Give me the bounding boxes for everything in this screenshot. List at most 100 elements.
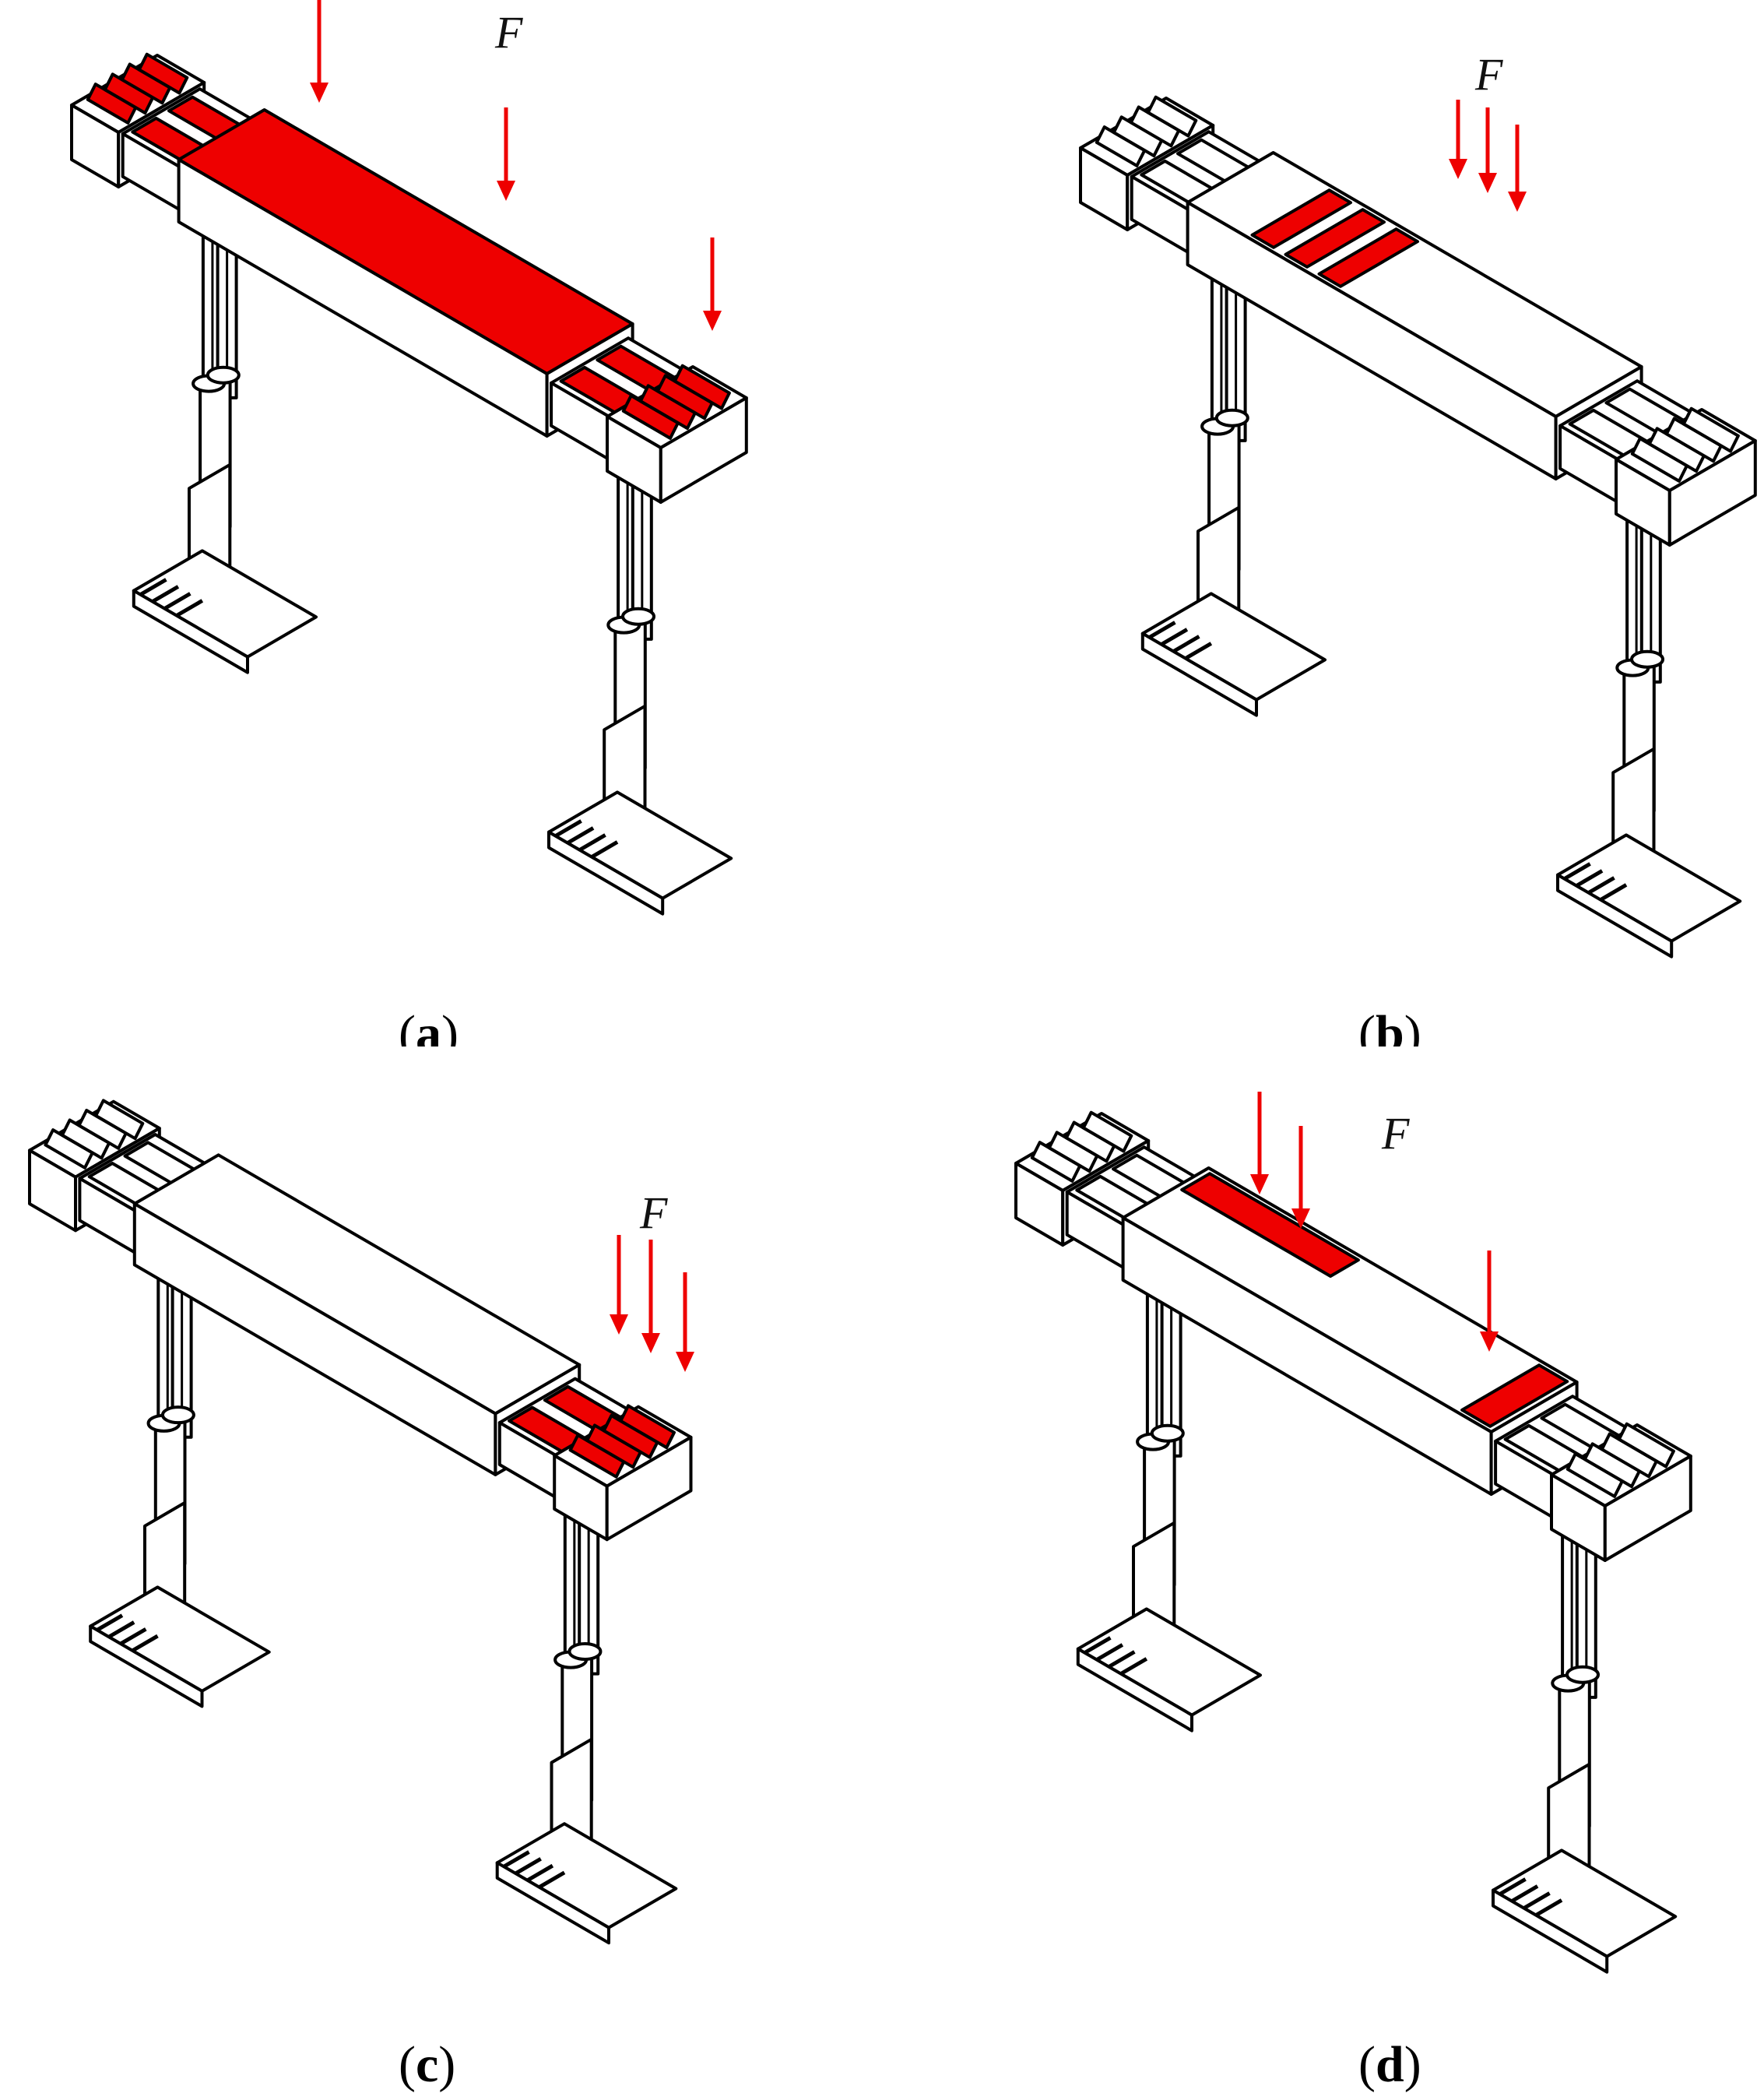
panel-d: F (d) [882, 1046, 1764, 2093]
load-stripe-1 [1284, 208, 1386, 269]
leg-right-part [1492, 1888, 1609, 1974]
device-d [1014, 1110, 1692, 1974]
leg-left-part [1076, 1607, 1262, 1717]
load-stripe-2 [1317, 227, 1419, 288]
force-label-a: F [495, 7, 523, 58]
right-fin-3 [619, 1404, 676, 1450]
force-arrows-b [1449, 100, 1527, 212]
leg-right-rib-2 [526, 1863, 554, 1883]
leg-left-rib-3 [1184, 642, 1213, 660]
force-arrow-head-b-0 [1449, 159, 1467, 179]
force-arrows-c [610, 1235, 694, 1372]
leg-right-part [1492, 1849, 1678, 1958]
leg-left-rib-2 [163, 592, 192, 610]
left-fin-3 [137, 52, 189, 95]
force-arrow-head-d-2 [1480, 1331, 1499, 1352]
device-b [1079, 95, 1757, 959]
leg-right [495, 1481, 678, 1945]
force-label-b: F [1475, 49, 1503, 100]
leg-left-rib-0 [139, 578, 167, 596]
caption-d: (d) [1358, 2036, 1421, 2093]
leg-right-rib-1 [566, 826, 595, 845]
left-fin-3 [94, 1099, 145, 1141]
right-cap-side [605, 1435, 693, 1542]
leg-left-rib-2 [1108, 1650, 1136, 1669]
force-arrows-a [310, 0, 722, 331]
device-c [28, 1099, 693, 1945]
leg-left-rib-3 [1119, 1657, 1148, 1676]
right-fin-3 [1617, 1422, 1675, 1469]
force-arrow-head-d-0 [1250, 1174, 1269, 1194]
leg-right-cap-1 [621, 607, 655, 626]
leg-right-part [495, 1861, 610, 1945]
caption-c: (c) [399, 2036, 456, 2093]
leg-right-rib-3 [1534, 1898, 1563, 1917]
leg-left-rib-3 [131, 1634, 159, 1653]
leg-right-rib-2 [1587, 876, 1615, 895]
leg-right-rib-0 [1563, 862, 1591, 881]
leg-left-rib-2 [1172, 635, 1200, 653]
panel-d-diagram [1014, 1092, 1692, 1974]
leg-left-rib-0 [1148, 621, 1176, 639]
leg-left-part [89, 1585, 271, 1693]
load-strip-left [1180, 1172, 1360, 1278]
right-cap-side [1603, 1455, 1692, 1562]
leg-right-rib-2 [1523, 1891, 1551, 1910]
leg-left [89, 1244, 271, 1708]
force-arrow-head-a-1 [497, 181, 515, 201]
leg-right [1556, 485, 1742, 959]
right-fin-3 [673, 364, 731, 410]
leg-right-rib-3 [590, 840, 619, 859]
leg-left-rib-0 [1084, 1636, 1112, 1655]
leg-right-part [1556, 873, 1674, 959]
leg-right-part [495, 1822, 678, 1929]
leg-left-rib-3 [175, 599, 204, 617]
leg-left-part [1076, 1647, 1193, 1732]
leg-left [1076, 1259, 1262, 1732]
force-label-d: F [1382, 1108, 1410, 1159]
leg-right-rib-3 [1599, 883, 1628, 902]
panel-a-diagram [70, 0, 748, 916]
force-arrow-head-b-2 [1508, 192, 1527, 212]
leg-left-cap-1 [1150, 1423, 1185, 1443]
leg-right-rib-2 [578, 833, 606, 852]
panel-c: F (c) [0, 1046, 882, 2093]
leg-left-cap-1 [206, 365, 241, 385]
leg-right-rib-0 [554, 819, 582, 838]
leg-left-part [89, 1624, 204, 1708]
leg-right-cap-1 [1565, 1665, 1600, 1684]
leg-right-part [1556, 833, 1742, 943]
leg-left [1140, 244, 1327, 717]
force-arrow-head-d-1 [1291, 1208, 1310, 1229]
leg-left-part [1140, 631, 1258, 717]
force-arrow-head-c-2 [676, 1352, 694, 1372]
leg-right-rib-3 [538, 1870, 566, 1889]
load-band-right [1460, 1363, 1569, 1428]
force-arrow-head-c-0 [610, 1314, 628, 1335]
right-cap-side [1667, 439, 1757, 547]
force-arrow-head-c-1 [641, 1333, 660, 1353]
force-arrows-d [1250, 1092, 1499, 1352]
leg-right-rib-0 [502, 1850, 530, 1869]
caption-a: (a) [399, 1005, 459, 1046]
leg-right-rib-1 [1510, 1884, 1539, 1903]
leg-right-part [547, 790, 733, 900]
left-fin-3 [1146, 95, 1198, 138]
panel-b-diagram [1079, 95, 1757, 959]
leg-right-rib-1 [515, 1857, 542, 1876]
panel-c-diagram [28, 1099, 694, 1945]
right-fin-3 [1681, 406, 1740, 453]
leg-left-cap-1 [1214, 408, 1249, 427]
leg-left-part [1140, 592, 1327, 702]
leg-left-rib-1 [1095, 1643, 1124, 1662]
leg-right-cap-1 [1630, 649, 1664, 669]
left-fin-3 [1081, 1110, 1133, 1153]
device-a [70, 52, 748, 916]
panel-a: F (a) [0, 0, 882, 1046]
leg-left-cap-1 [160, 1405, 195, 1425]
load-stripe-0 [1250, 188, 1352, 249]
leg-right-part [547, 830, 665, 916]
force-label-c: F [640, 1187, 668, 1238]
leg-right-cap-1 [568, 1641, 603, 1661]
panel-b: F (b) [882, 0, 1764, 1046]
